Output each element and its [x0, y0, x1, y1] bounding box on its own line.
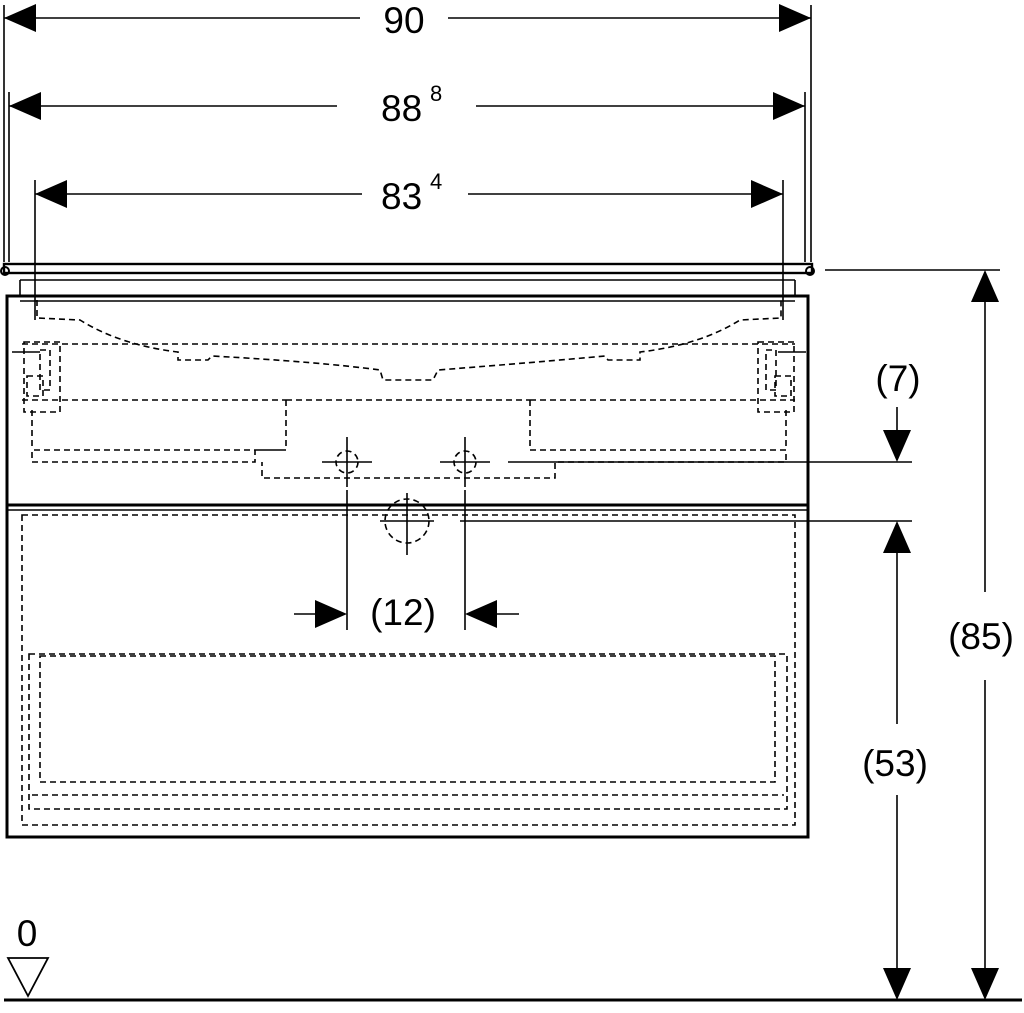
vanity-cabinet	[0, 262, 815, 839]
dimension-tap-spacing: (12)	[294, 490, 519, 633]
floor-reference: 0	[4, 913, 1022, 1002]
top-width-superscript: 8	[430, 81, 442, 106]
tap-spacing-label: (12)	[370, 592, 436, 633]
dimension-inner-width: 83 4	[34, 169, 784, 320]
tap-hole-right	[440, 437, 490, 487]
dimension-drain-height: (53)	[862, 521, 928, 1000]
floor-level-label: 0	[17, 913, 38, 954]
drain-height-label: (53)	[862, 743, 928, 784]
drain-outlet	[380, 493, 434, 555]
top-width-label: 88	[381, 88, 422, 129]
overall-width-label: 90	[383, 0, 424, 41]
total-height-label: (85)	[948, 616, 1014, 657]
tap-hole-left	[322, 437, 372, 487]
dimension-drain-offset: (7)	[460, 358, 921, 522]
dimension-total-height: (85)	[825, 269, 1014, 1000]
dimension-overall-width: 90	[3, 0, 812, 262]
inner-width-superscript: 4	[430, 169, 442, 194]
floor-level-triangle	[6, 957, 50, 998]
dimension-top-width: 88 8	[8, 81, 806, 262]
drain-offset-label: (7)	[875, 358, 920, 399]
inner-width-label: 83	[381, 176, 422, 217]
